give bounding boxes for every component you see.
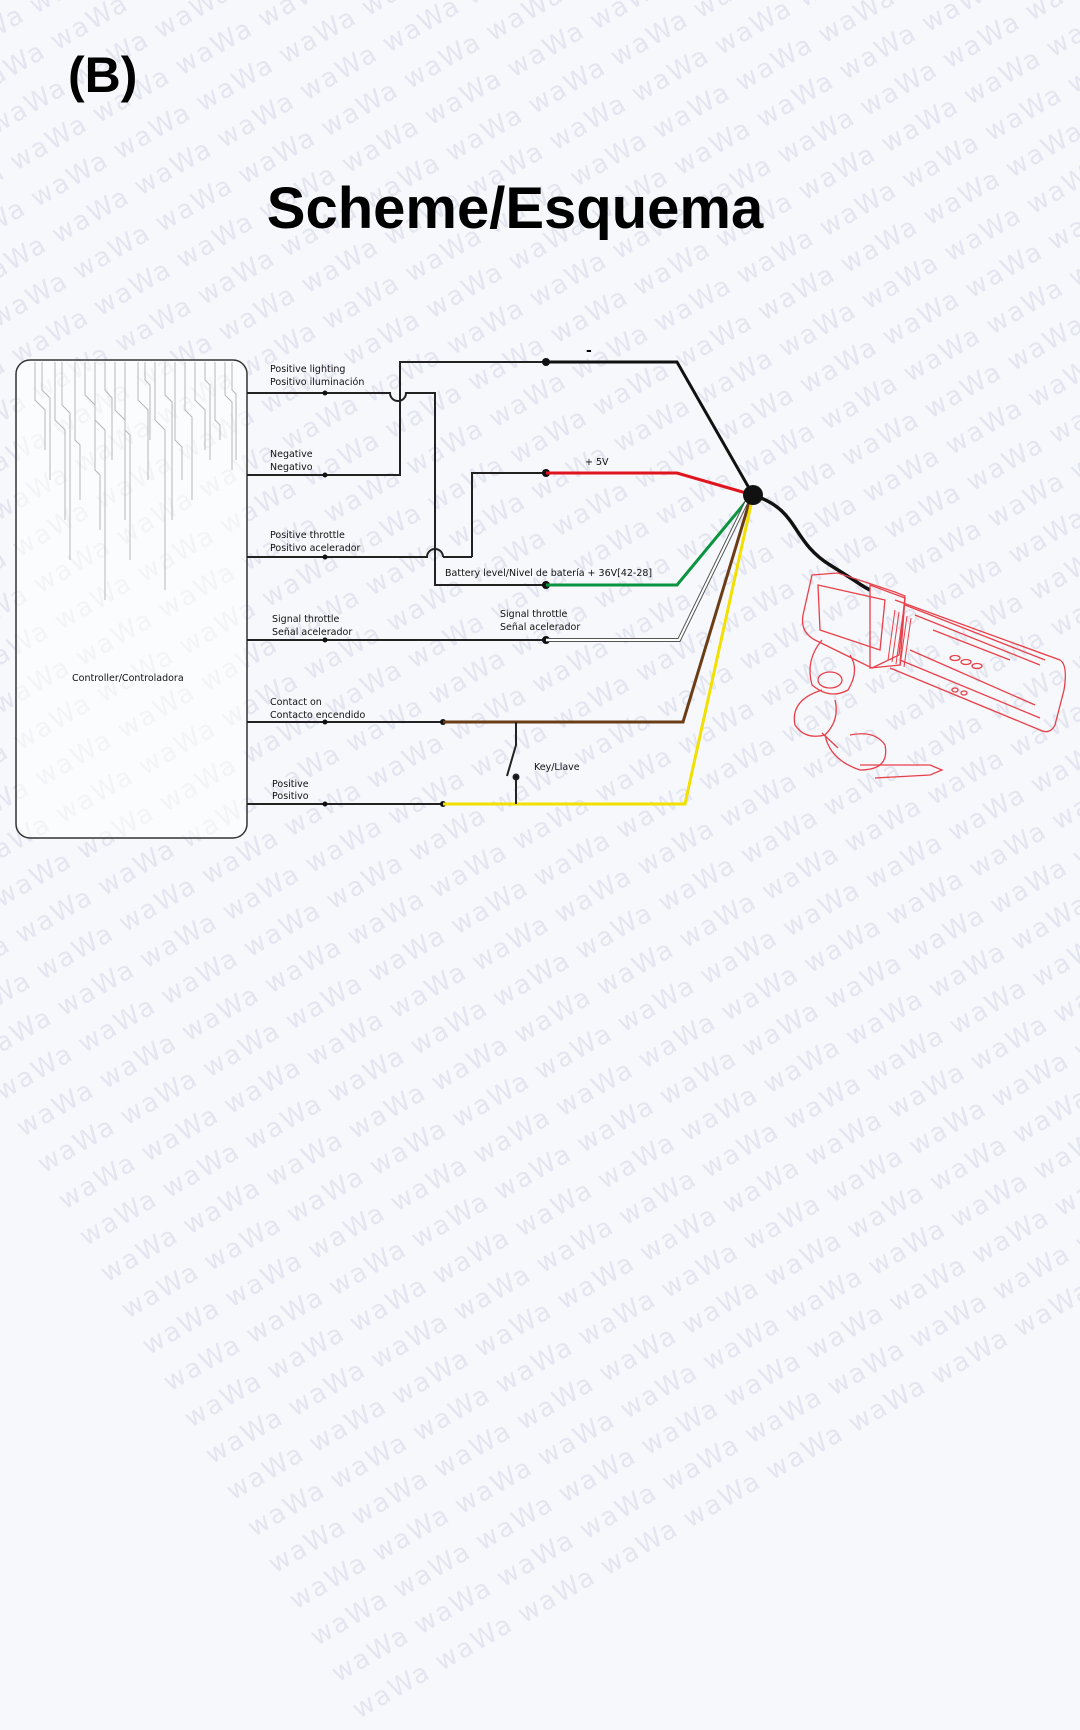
wiring-diagram: Controller/Controladora Positive lightin… [15, 343, 1066, 839]
controller-terminals [247, 361, 545, 805]
label-positive-lighting-en: Positive lighting [270, 364, 345, 375]
controller-box: Controller/Controladora [15, 359, 248, 839]
circuit-traces-decoration [34, 362, 237, 600]
label-5v: + 5V [585, 457, 609, 468]
label-contact-on-en: Contact on [270, 697, 322, 708]
controller-label: Controller/Controladora [72, 673, 184, 684]
label-negative-es: Negativo [270, 462, 313, 473]
label-negative-sign: - [586, 343, 592, 359]
label-positive-throttle-en: Positive throttle [270, 530, 345, 541]
label-signal-throttle-es: Señal acelerador [272, 627, 352, 638]
wire-yellow-positive [443, 499, 754, 806]
wire-positive-throttle-route [471, 472, 545, 557]
label-positive-lighting-es: Positivo iluminación [270, 377, 364, 388]
label-battery-level: Battery level/Nivel de batería + 36V[42-… [445, 568, 652, 579]
label-positive-es: Positivo [272, 791, 309, 802]
label-signal-throttle-en: Signal throttle [272, 614, 340, 625]
label-signal-throttle-wire-en: Signal throttle [500, 609, 568, 620]
throttle-wires [443, 360, 755, 806]
panel-label: (B) [68, 47, 138, 103]
label-contact-on-es: Contacto encendido [270, 710, 365, 721]
key-switch [506, 722, 520, 804]
label-positive-en: Positive [272, 779, 309, 790]
wire-brown-contact [443, 499, 752, 724]
terminal-labels: Positive lighting Positivo iluminación N… [270, 364, 365, 802]
wire-positive-throttle [247, 548, 444, 558]
diagram-title: Scheme/Esquema [266, 176, 764, 241]
wire-green-battery [546, 497, 751, 587]
throttle-grip-icon [793, 572, 1066, 779]
label-negative-en: Negative [270, 449, 313, 460]
label-positive-throttle-es: Positivo acelerador [270, 543, 361, 554]
label-signal-throttle-wire-es: Señal acelerador [500, 622, 580, 633]
throttle-cable [752, 493, 871, 592]
wire-white-signal [546, 498, 749, 641]
key-switch-label: Key/Llave [534, 762, 580, 773]
wire-red-5v [546, 471, 754, 497]
wire-black-negative [546, 360, 755, 496]
